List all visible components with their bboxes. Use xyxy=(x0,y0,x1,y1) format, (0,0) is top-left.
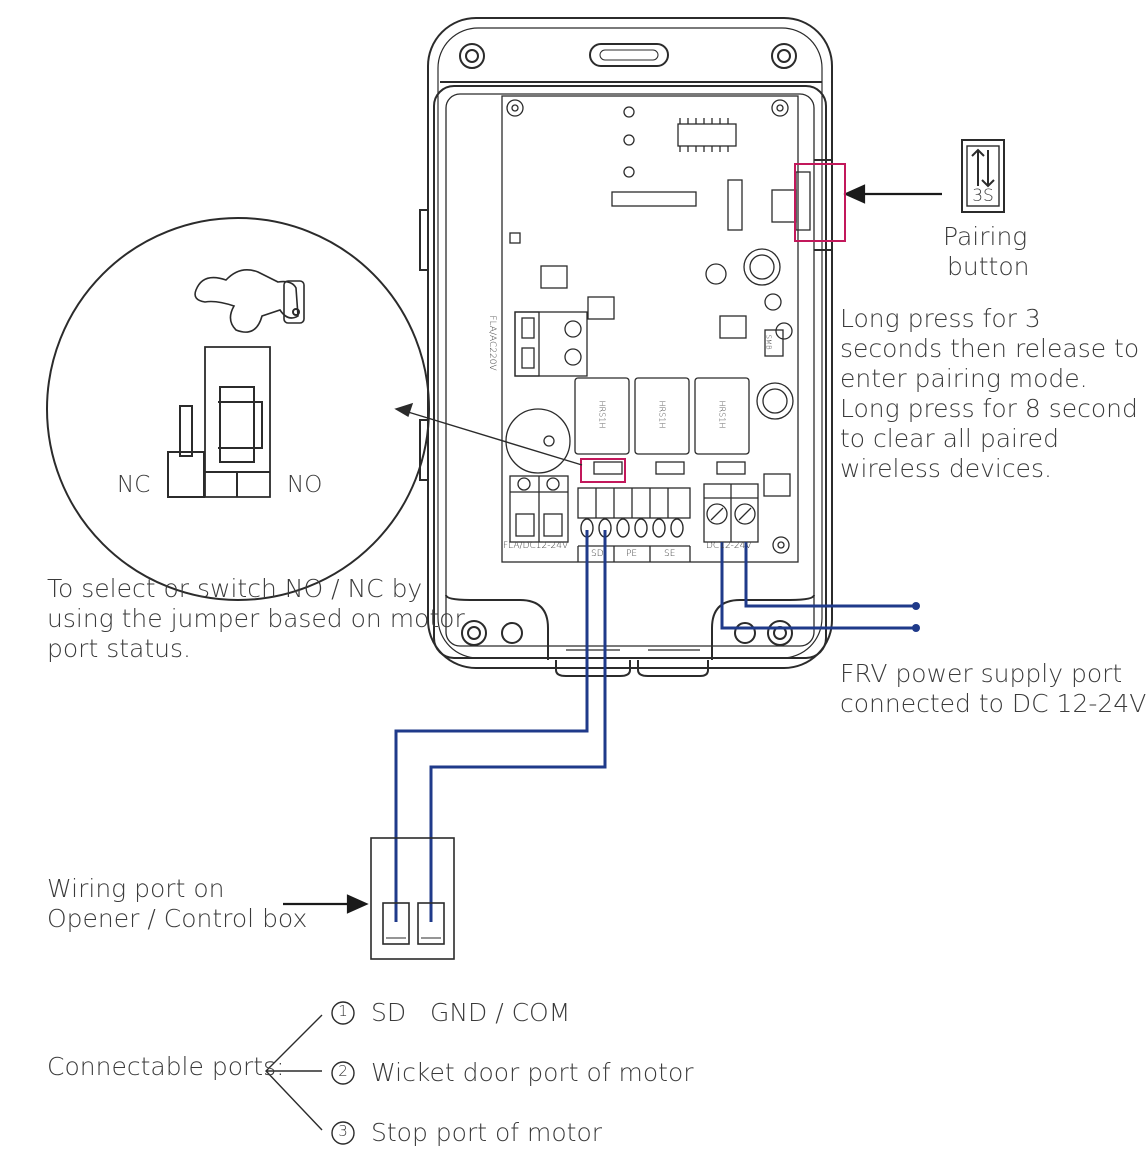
instruction-line: seconds then release to xyxy=(840,334,1140,363)
port-number: 1 xyxy=(338,1002,348,1020)
wiring-port-label-line1: Wiring port on xyxy=(47,874,225,903)
jumper-note-line: using the jumper based on motor xyxy=(47,604,465,633)
relay-label: HRS1H xyxy=(717,400,727,429)
port-number: 2 xyxy=(338,1062,348,1080)
power-note-line: connected to DC 12-24V xyxy=(840,689,1146,718)
power-wire-end xyxy=(912,624,920,632)
terminal-screws xyxy=(580,518,684,538)
port-item-wicket: Wicket door port of motor xyxy=(371,1058,694,1087)
port-item-stop: Stop port of motor xyxy=(371,1118,603,1147)
ports-title: Connectable ports: xyxy=(47,1052,285,1081)
relay-label: HRS1H xyxy=(597,400,607,429)
relay-label: HRS1H xyxy=(657,400,667,429)
pairing-arrow xyxy=(843,184,942,204)
jumper-zoom-circle xyxy=(46,217,430,601)
no-label: NO xyxy=(287,472,323,498)
pairing-label-line2: button xyxy=(947,252,1030,281)
jumper-note-line: port status. xyxy=(47,634,191,663)
instruction-line: to clear all paired xyxy=(840,424,1059,453)
pairing-button-highlight xyxy=(794,163,846,242)
instruction-line: enter pairing mode. xyxy=(840,364,1088,393)
instruction-line: wireless devices. xyxy=(840,454,1052,483)
enclosure xyxy=(419,17,833,677)
board-label-se: SE xyxy=(664,549,676,559)
wiring-port-arrow xyxy=(283,894,369,914)
power-wires xyxy=(720,542,916,630)
board-label-sd: SD xyxy=(591,549,604,559)
board-label-ac220v: FLA/AC220V xyxy=(487,315,497,371)
pairing-label-line1: Pairing xyxy=(943,222,1028,251)
control-box-port xyxy=(370,837,455,960)
wiring-port-label-line2: Opener / Control box xyxy=(47,904,308,933)
jumper-note: To select or switch NO / NC by using the… xyxy=(47,574,465,664)
nc-label: NC xyxy=(117,472,151,498)
pairing-icon-3s: 3S xyxy=(972,186,994,206)
board-label-pe: PE xyxy=(626,549,638,559)
power-wire-end xyxy=(912,602,920,610)
ports-bracket xyxy=(265,1014,323,1131)
jumper-pointer xyxy=(394,402,583,466)
power-note: FRV power supply port connected to DC 12… xyxy=(840,659,1146,719)
port-item-sd: SD GND / COM xyxy=(371,998,571,1027)
jumper-highlight xyxy=(580,458,626,483)
instruction-line: Long press for 3 xyxy=(840,304,1041,333)
sd-wires xyxy=(394,530,607,922)
instruction-line: Long press for 8 second xyxy=(840,394,1138,423)
ic-label: SMB xyxy=(764,334,773,350)
jumper-note-line: To select or switch NO / NC by xyxy=(47,574,423,603)
pairing-press-icon xyxy=(961,139,1005,213)
board-label-dc12-24v: DC12-24V xyxy=(706,541,752,551)
power-note-line: FRV power supply port xyxy=(840,659,1123,688)
pairing-instructions: Long press for 3 seconds then release to… xyxy=(840,304,1139,484)
port-number-circles xyxy=(331,1001,355,1145)
pcb xyxy=(501,95,811,563)
port-number: 3 xyxy=(338,1122,348,1140)
board-label-dc12-24v-left: FLA/DC12-24V xyxy=(503,541,569,551)
